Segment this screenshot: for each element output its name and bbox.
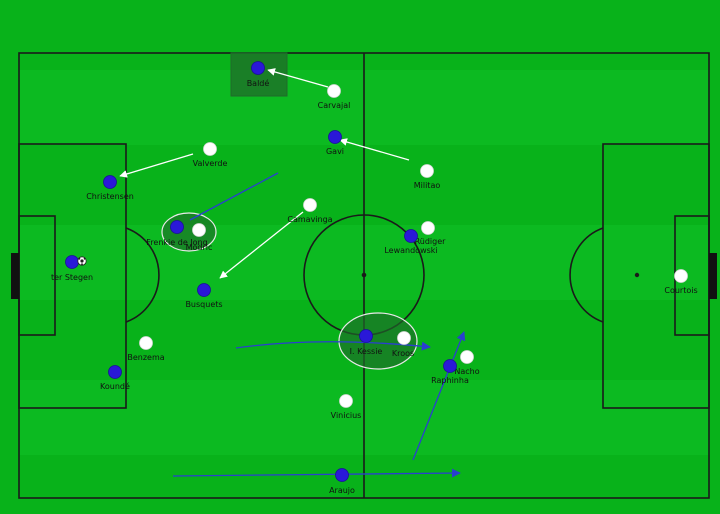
player-araujo[interactable]: Araujo <box>329 468 355 496</box>
highlight-zone-balde <box>230 52 288 97</box>
player-lewandowski[interactable]: Lewandowski <box>384 229 438 256</box>
player-marker[interactable] <box>197 283 211 297</box>
player-marker[interactable] <box>251 61 265 75</box>
player-label: Nacho <box>454 367 479 376</box>
run-arrow-araujo <box>172 468 461 478</box>
right-goal <box>709 253 717 299</box>
player-label: Raphinha <box>431 376 469 385</box>
left-goal <box>11 253 19 299</box>
player-busquets[interactable]: Busquets <box>185 283 223 310</box>
player-label: I. Kessie <box>350 347 383 356</box>
right-penalty-arc <box>569 227 604 323</box>
player-marker[interactable] <box>420 164 434 178</box>
player-militao[interactable]: Militao <box>414 164 441 191</box>
player-camavinga[interactable]: Camavinga <box>287 198 333 225</box>
player-label: Vinicius <box>331 411 362 420</box>
player-marker[interactable] <box>103 175 117 189</box>
player-carvajal[interactable]: Carvajal <box>318 84 351 111</box>
player-marker[interactable] <box>421 221 435 235</box>
player-label: ter Stegen <box>51 273 93 282</box>
player-label: Carvajal <box>318 101 351 110</box>
player-marker[interactable] <box>192 223 206 237</box>
player-kroos[interactable]: Kroos <box>392 331 414 359</box>
player-label: Benzema <box>127 353 164 362</box>
right-penalty-spot <box>634 272 640 278</box>
player-valverde[interactable]: Valverde <box>193 142 228 169</box>
player-gavi[interactable]: Gavi <box>326 130 344 157</box>
player-i-kessie[interactable]: I. Kessie <box>350 329 383 357</box>
player-marker[interactable] <box>327 84 341 98</box>
arrow-carvajal-balde <box>267 68 329 88</box>
player-kounde[interactable]: Koundé <box>100 365 130 392</box>
player-courtois[interactable]: Courtois <box>664 269 698 296</box>
run-arrow-raphinha <box>412 331 466 461</box>
player-modric[interactable]: Modric <box>186 223 213 253</box>
player-label: Valverde <box>193 159 228 168</box>
player-label: Gavi <box>326 147 344 156</box>
player-marker[interactable] <box>397 331 411 345</box>
player-label: Modric <box>186 243 213 252</box>
player-christensen[interactable]: Christensen <box>86 175 134 202</box>
player-marker[interactable] <box>404 229 418 243</box>
grass-stripe <box>20 70 710 145</box>
player-benzema[interactable]: Benzema <box>127 336 165 363</box>
player-marker[interactable] <box>108 365 122 379</box>
players-layer: BaldéCarvajalGaviValverdeMilitaoChristen… <box>51 61 698 496</box>
arrow-militao-gavi <box>339 138 410 161</box>
football-icon <box>77 256 87 266</box>
player-marker[interactable] <box>674 269 688 283</box>
movement-arrows <box>119 68 466 478</box>
player-marker[interactable] <box>303 198 317 212</box>
player-vinicius[interactable]: Vinicius <box>331 394 362 421</box>
player-label: Koundé <box>100 381 130 391</box>
player-label: Christensen <box>86 192 134 201</box>
player-label: Camavinga <box>287 215 332 224</box>
player-label: Baldé <box>247 78 270 88</box>
player-balde[interactable]: Baldé <box>247 61 270 89</box>
player-marker[interactable] <box>335 468 349 482</box>
player-marker[interactable] <box>339 394 353 408</box>
player-marker[interactable] <box>359 329 373 343</box>
player-label: Araujo <box>329 486 355 495</box>
player-label: Frenkie de Jong <box>146 238 207 247</box>
player-marker[interactable] <box>170 220 184 234</box>
left-penalty-arc <box>125 227 160 323</box>
player-marker[interactable] <box>65 255 79 269</box>
player-marker[interactable] <box>460 350 474 364</box>
player-marker[interactable] <box>139 336 153 350</box>
player-raphinha[interactable]: Raphinha <box>431 359 469 386</box>
player-label: Rüdiger <box>415 237 447 246</box>
player-frenkie-de-jong[interactable]: Frenkie de Jong <box>146 220 208 248</box>
player-label: Kroos <box>392 349 414 358</box>
player-label: Courtois <box>664 286 697 295</box>
highlight-zone-centre <box>338 312 418 370</box>
player-marker[interactable] <box>443 359 457 373</box>
pitch-markings <box>11 52 717 499</box>
player-marker[interactable] <box>328 130 342 144</box>
run-arrow-frenkie <box>189 172 279 221</box>
grass-stripe <box>20 380 710 455</box>
arrow-valverde-christensen <box>119 153 194 178</box>
player-rudiger[interactable]: Rüdiger <box>415 221 447 247</box>
player-nacho[interactable]: Nacho <box>454 350 480 377</box>
player-marker[interactable] <box>203 142 217 156</box>
arrow-camavinga-busquets <box>219 211 304 279</box>
player-label: Lewandowski <box>384 246 437 255</box>
centre-spot <box>361 272 367 278</box>
grass-stripe <box>20 225 710 300</box>
highlight-zones <box>161 52 418 370</box>
player-label: Militao <box>414 181 441 190</box>
player-label: Busquets <box>185 300 222 309</box>
